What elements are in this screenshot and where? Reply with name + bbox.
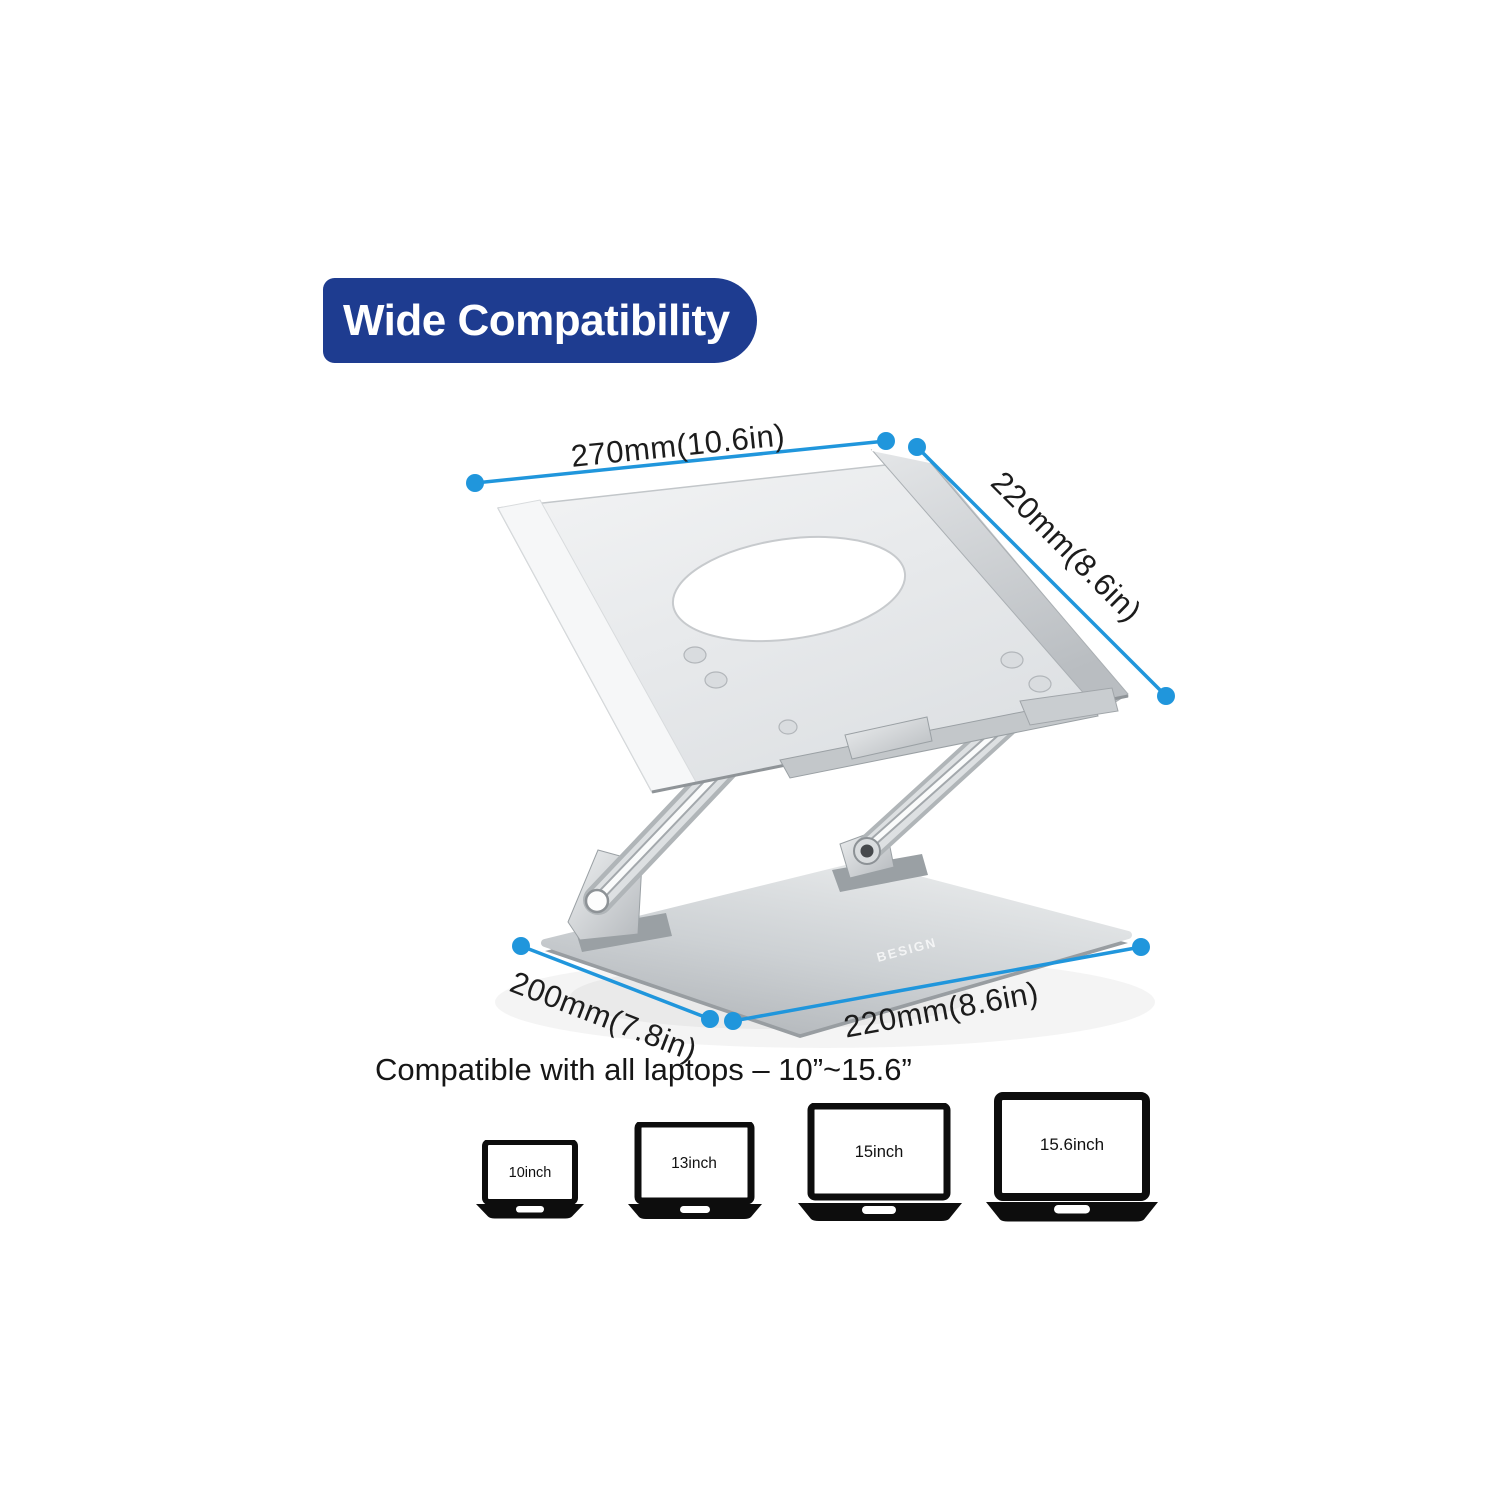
laptop-icon-label: 15inch xyxy=(855,1143,904,1161)
laptop-stand-illustration: BESIGN xyxy=(466,417,1175,1068)
laptop-icon-15-6inch: 15.6inch xyxy=(986,1092,1158,1222)
front-lip xyxy=(779,697,1099,779)
laptop-icon-label: 13inch xyxy=(671,1155,717,1172)
laptop-icon-15inch: 15inch xyxy=(798,1103,962,1221)
laptop-icon-label: 15.6inch xyxy=(1040,1135,1104,1154)
platform-pads xyxy=(683,646,1052,735)
dimension-label-top: 270mm(10.6in) xyxy=(569,417,786,474)
laptop-icon-10inch: 10inch xyxy=(476,1140,584,1219)
front-stopper-tab xyxy=(844,716,933,760)
rail-end-cap xyxy=(1019,687,1119,726)
right-hinge-assembly xyxy=(832,710,1019,892)
stand-platform xyxy=(497,449,1129,794)
compatibility-caption: Compatible with all laptops – 10”~15.6” xyxy=(375,1052,912,1087)
title-banner-label: Wide Compatibility xyxy=(343,295,730,345)
title-banner: Wide Compatibility xyxy=(323,278,757,363)
laptop-icon-13inch: 13inch xyxy=(628,1122,762,1219)
platform-cutout-hole xyxy=(671,535,907,643)
laptop-icon-label: 10inch xyxy=(509,1165,552,1181)
